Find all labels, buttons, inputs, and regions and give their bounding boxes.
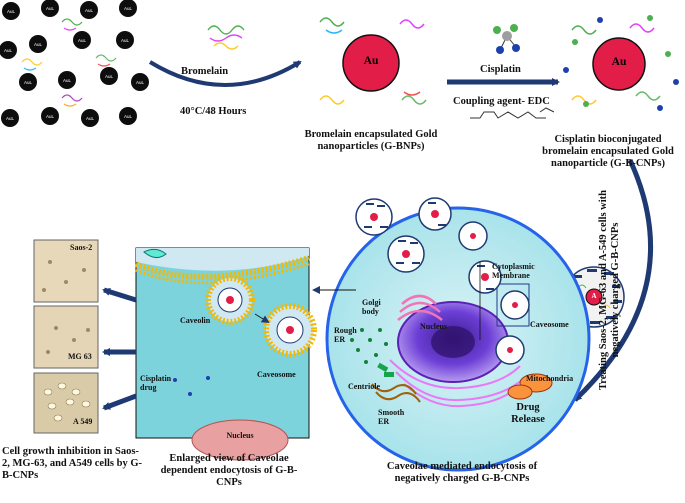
caveolin-vesicle: [205, 275, 255, 325]
np-label: AuL: [136, 80, 145, 85]
caveosome-enlarged-label: Caveosome: [257, 370, 296, 379]
np-label: AuL: [86, 116, 95, 121]
cisplatin-molecule-icon: [493, 24, 520, 54]
gbcnp-cisplatin-dots: [563, 15, 679, 111]
bromelain-molecules-small: [21, 18, 117, 107]
synthesis-arrow-1: [148, 60, 302, 87]
gbnp-caption: Bromelain encapsulated Gold nanoparticle…: [304, 129, 438, 153]
edc-structure: [470, 107, 555, 119]
np-label: AuL: [46, 6, 55, 11]
saos2-label: Saos-2: [70, 243, 93, 252]
mitochondria-label: Mitochondria: [526, 374, 574, 383]
rough-er-label: Rough ER: [334, 326, 357, 345]
np-label: AuL: [7, 9, 16, 14]
vesicle-cores: [370, 210, 518, 353]
mitochondria-shape: [507, 373, 553, 400]
np-label: AuL: [6, 116, 15, 121]
caveolin-label: Caveolin: [180, 316, 211, 325]
cisplatin-drug-label: Cisplatin drug: [140, 374, 172, 393]
step1-reagent: Bromelain: [181, 66, 229, 77]
result-arrows: [102, 287, 137, 411]
gold-nanoparticles-cluster: [0, 0, 149, 127]
smooth-er-shape: [371, 383, 421, 403]
np-label: AuL: [63, 78, 72, 83]
membrane-bilayer: [134, 255, 310, 280]
cytoplasmic-membrane-label: Cytoplasmic Membrane: [492, 262, 535, 281]
caveosome-vesicle: [263, 303, 317, 357]
gbcnp-gold-core: [592, 37, 646, 91]
treating-label: Treating Saos-2, MG-63 and A-549 cells w…: [598, 190, 622, 390]
golgi-shape: [397, 294, 443, 321]
enlarged-nucleus-shape: [191, 419, 289, 461]
mg63-label: MG 63: [68, 352, 92, 361]
enlarged-caption: Enlarged view of Caveolae dependent endo…: [160, 453, 298, 489]
np-label: AuL: [121, 38, 130, 43]
rough-er-shape: [389, 359, 523, 408]
np-label: AuL: [105, 74, 114, 79]
cell-caption: Caveolae mediated endocytosis of negativ…: [386, 461, 538, 485]
particle-core-label: A: [591, 292, 597, 300]
bromelain-molecule-icon: [207, 25, 245, 50]
micrograph-panels: [33, 239, 99, 434]
vesicle-charges: [364, 202, 494, 290]
np-label: AuL: [34, 42, 43, 47]
cisplatin-dots: [173, 376, 210, 396]
gbcnp-core-label: Au: [611, 56, 627, 68]
gbnp-bromelain-shell: [319, 17, 427, 105]
caveolin-arrow: [254, 313, 270, 324]
np-label: AuL: [4, 48, 13, 53]
drug-release-label: Drug Release: [511, 402, 545, 426]
step2-reagent: Cisplatin: [480, 64, 521, 75]
gbnp-gold-core: [342, 34, 400, 92]
np-label: AuL: [46, 114, 55, 119]
gbnp-core-label: Au: [363, 55, 379, 67]
treatment-arrow: [573, 158, 654, 402]
caveosome-label: Caveosome: [530, 320, 569, 329]
target-cell: [325, 206, 591, 472]
smooth-er-label: Smooth ER: [378, 408, 405, 427]
np-label: AuL: [24, 80, 33, 85]
gbcnp-caption: Cisplatin bioconjugated bromelain encaps…: [542, 134, 674, 170]
enlarged-nucleus-label: Nucleus: [226, 431, 254, 440]
centriole-label: Centriole: [348, 382, 380, 391]
golgi-label: Golgi body: [362, 298, 381, 317]
a549-label: A 549: [73, 417, 93, 426]
np-label: AuL: [124, 114, 133, 119]
centriole-shape: [377, 362, 394, 377]
micrograph-caption: Cell growth inhibition in Saos-2, MG-63,…: [2, 446, 143, 482]
step1-condition: 40°C/48 Hours: [180, 106, 247, 117]
nucleus-label: Nucleus: [420, 322, 448, 331]
gbcnp-shell: [571, 23, 661, 105]
np-label: AuL: [124, 6, 133, 11]
ribosome-dots: [350, 328, 388, 364]
np-label: AuL: [78, 38, 87, 43]
step2-coupling: Coupling agent- EDC: [453, 96, 550, 107]
np-label: AuL: [85, 8, 94, 13]
